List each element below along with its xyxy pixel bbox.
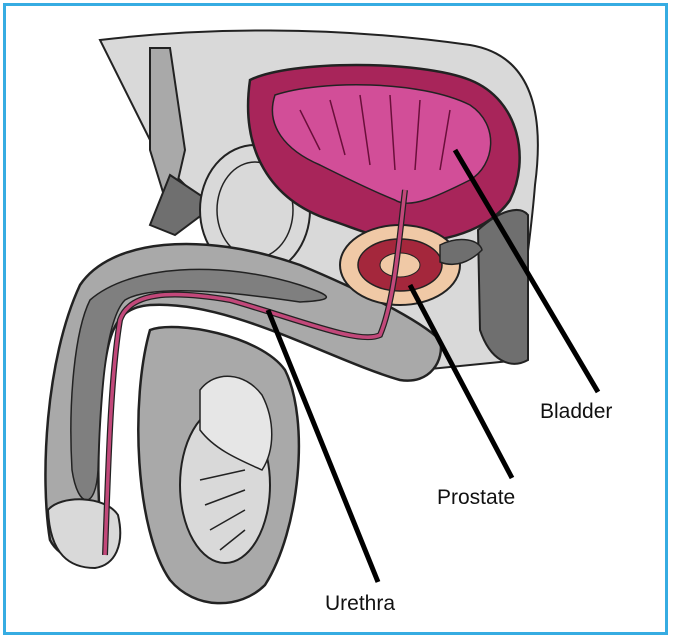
bladder-label: Bladder (540, 400, 612, 424)
prostate-label: Prostate (437, 486, 515, 510)
urethra-label: Urethra (325, 592, 395, 616)
